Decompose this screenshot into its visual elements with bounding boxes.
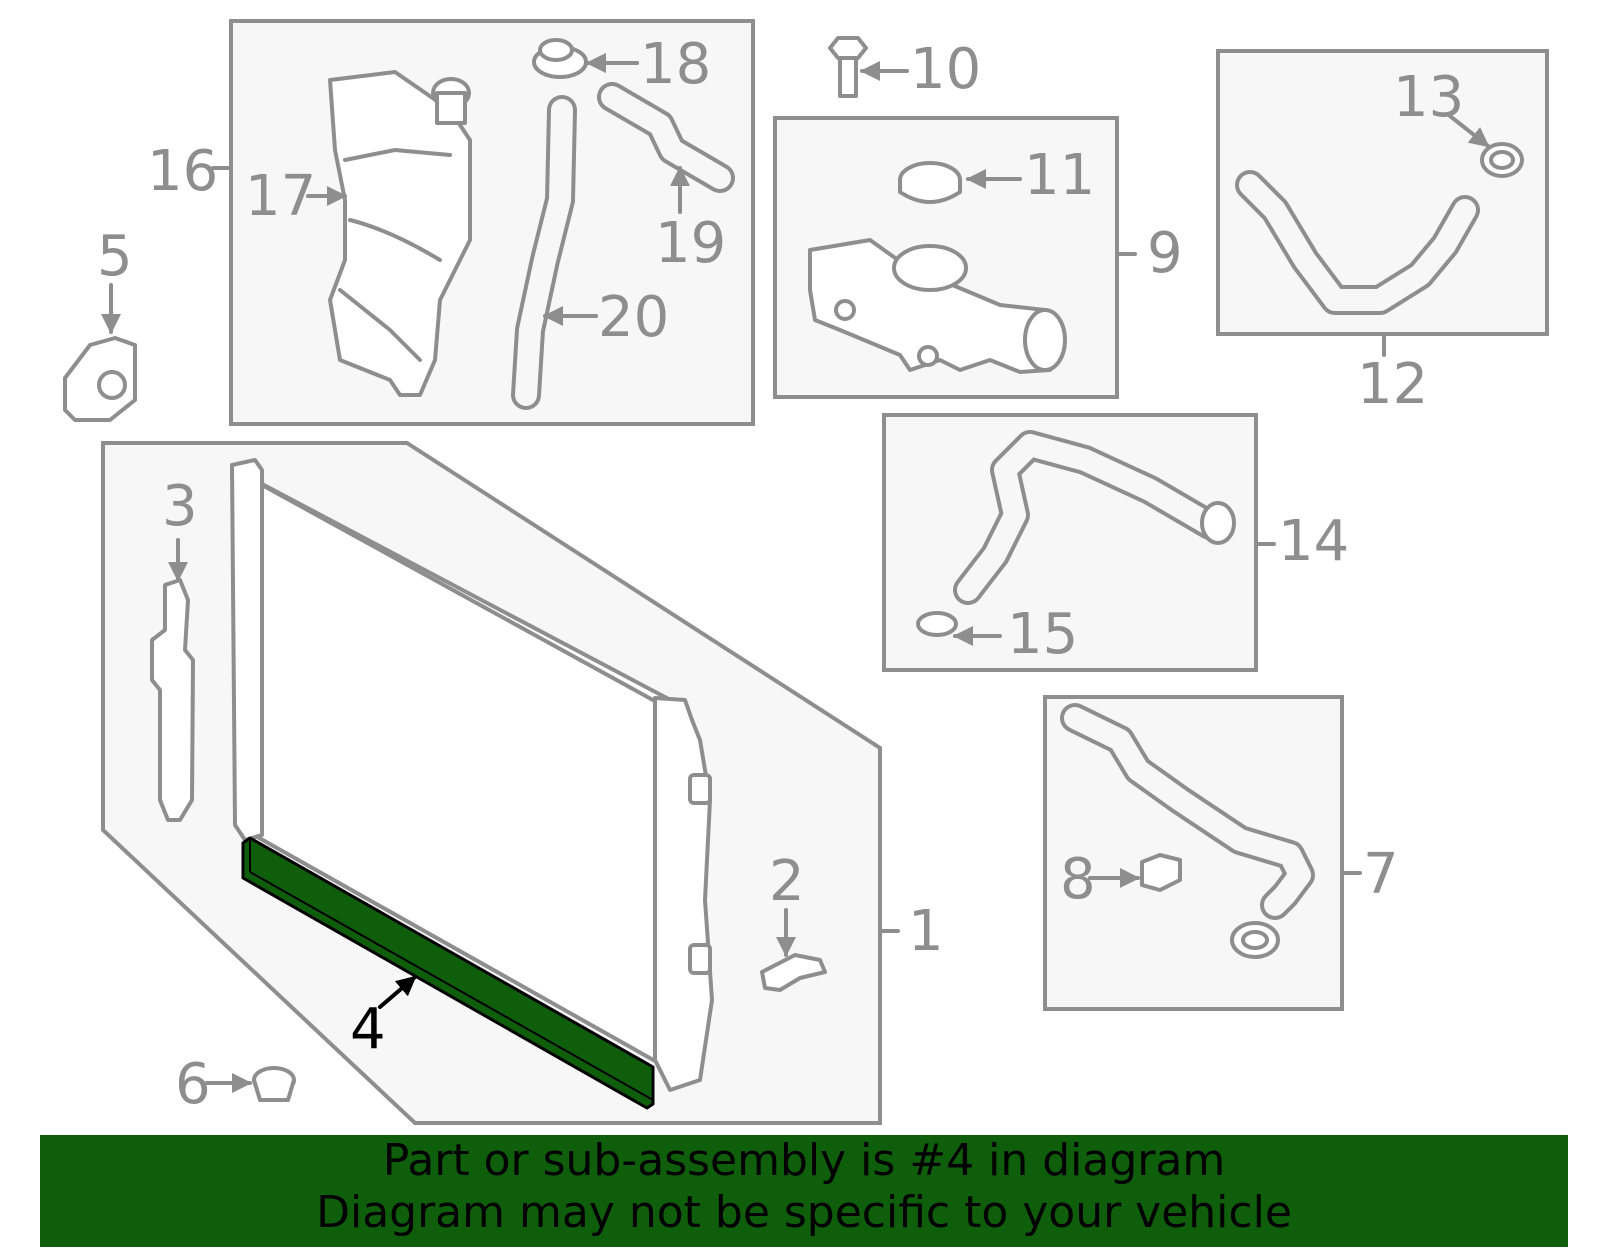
lower-radiator-hose[interactable]	[953, 430, 1236, 605]
callout-8: 8	[1060, 847, 1096, 912]
overflow-hose-short[interactable]	[597, 82, 735, 193]
callout-4: 4	[350, 997, 386, 1062]
outlet-housing[interactable]	[808, 238, 1067, 374]
overflow-hose-long[interactable]	[511, 95, 577, 410]
banner-line-disclaimer: Diagram may not be specific to your vehi…	[316, 1187, 1292, 1238]
leader-lines	[101, 53, 1490, 1093]
mount-bracket[interactable]	[63, 336, 137, 422]
drain-plug[interactable]	[760, 953, 827, 992]
callout-7: 7	[1363, 842, 1399, 907]
grommet[interactable]	[252, 1066, 296, 1102]
callout-5: 5	[97, 224, 133, 289]
callout-12: 12	[1357, 352, 1428, 417]
callout-2: 2	[769, 849, 805, 914]
outlet-cap[interactable]	[898, 161, 962, 204]
lower-hose-clamp[interactable]	[916, 611, 958, 637]
info-banner: Part or sub-assembly is #4 in diagram Di…	[40, 1135, 1568, 1247]
upper-radiator-hose[interactable]	[1235, 170, 1480, 315]
callout-15: 15	[1007, 602, 1078, 667]
callout-13: 13	[1393, 65, 1464, 130]
radiator-core[interactable]	[230, 458, 714, 1092]
callout-1: 1	[908, 899, 944, 964]
callout-14: 14	[1278, 509, 1349, 574]
lower-air-seal-highlighted[interactable]	[241, 836, 655, 1110]
radiator-side-seal[interactable]	[150, 578, 195, 822]
callout-3: 3	[162, 474, 198, 539]
callout-20: 20	[598, 285, 669, 350]
callout-10: 10	[910, 37, 981, 102]
callout-16: 16	[147, 139, 218, 204]
callout-6: 6	[175, 1052, 211, 1117]
bypass-hose-clamp[interactable]	[1230, 921, 1280, 959]
bypass-hose[interactable]	[1060, 703, 1315, 920]
hose-connector[interactable]	[1140, 853, 1182, 892]
reservoir-tank[interactable]	[328, 70, 472, 397]
reservoir-cap[interactable]	[532, 38, 588, 79]
callout-9: 9	[1147, 221, 1183, 286]
outlet-bolt[interactable]	[828, 36, 868, 98]
callout-17: 17	[245, 164, 316, 229]
banner-line-part: Part or sub-assembly is #4 in diagram	[382, 1135, 1226, 1186]
callout-18: 18	[640, 32, 711, 97]
callout-11: 11	[1024, 143, 1095, 208]
upper-hose-clamp[interactable]	[1480, 142, 1524, 178]
callout-19: 19	[655, 211, 726, 276]
reservoir-group-box	[211, 19, 755, 426]
